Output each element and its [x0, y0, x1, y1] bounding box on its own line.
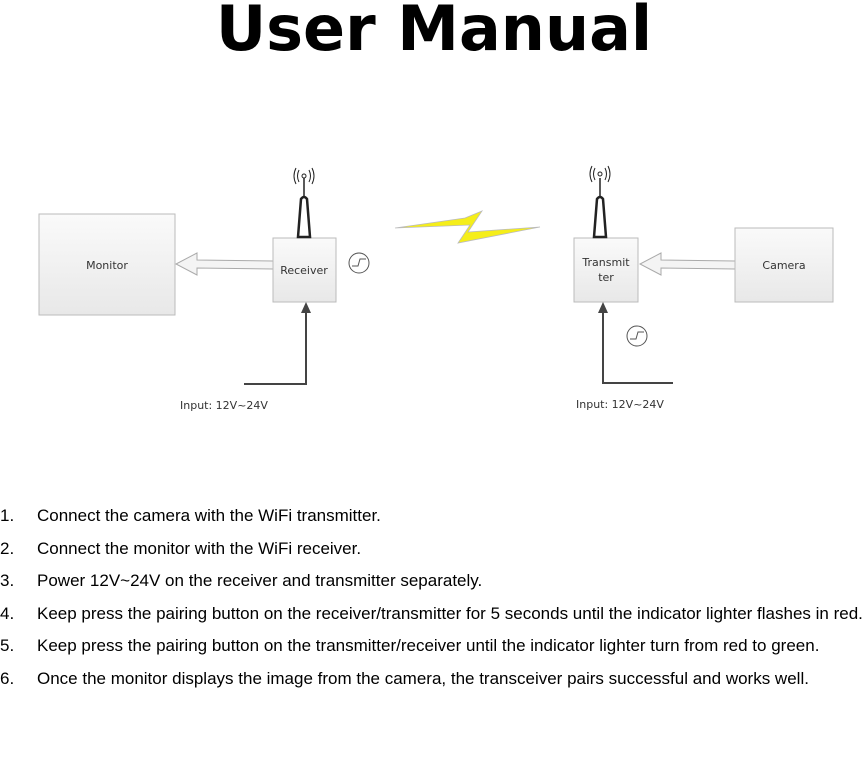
step-number: 5.	[0, 636, 15, 655]
receiver-label: Receiver	[280, 264, 328, 277]
step-number: 2.	[0, 538, 15, 558]
ac-power-icon	[626, 325, 648, 347]
ac-power-icon	[348, 252, 370, 274]
step-number: 1.	[0, 506, 15, 525]
transmitter-label-line1: Transmit	[581, 256, 630, 269]
transmitter-box: Transmit ter	[573, 237, 639, 303]
camera-box: Camera	[734, 227, 834, 303]
connection-diagram: Monitor Receiver Input: 12V~24V Transmit…	[38, 165, 834, 412]
step-number: 6.	[0, 668, 15, 688]
step-text: Connect the camera with the WiFi transmi…	[37, 506, 381, 525]
wireless-lightning-icon	[394, 210, 541, 244]
list-item: 2. Connect the monitor with the WiFi rece…	[0, 533, 866, 566]
power-input-arrow-transmitter	[602, 312, 673, 384]
power-input-arrow-receiver	[244, 312, 307, 385]
step-text: Connect the monitor with the WiFi receiv…	[37, 538, 362, 558]
step-text: Keep press the pairing button on the tra…	[37, 636, 820, 655]
step-text: Once the monitor displays the image from…	[37, 668, 809, 688]
monitor-label: Monitor	[86, 259, 128, 272]
video-arrow-right	[638, 252, 736, 276]
list-item: 1. Connect the camera with the WiFi trans…	[0, 500, 866, 533]
monitor-box: Monitor	[38, 213, 176, 316]
video-arrow-left	[174, 252, 274, 276]
receiver-input-label: Input: 12V~24V	[180, 399, 268, 412]
step-number: 4.	[0, 603, 15, 623]
receiver-antenna-icon	[293, 167, 315, 239]
list-item: 4. Keep press the pairing button on the r…	[0, 598, 866, 631]
list-item: 3. Power 12V~24V on the receiver and tran…	[0, 565, 866, 598]
instruction-list: 1. Connect the camera with the WiFi trans…	[0, 500, 866, 695]
list-item: 6. Once the monitor displays the image fr…	[0, 663, 866, 696]
camera-label: Camera	[762, 259, 805, 272]
page-title: User Manual	[215, 0, 653, 65]
step-text: Keep press the pairing button on the rec…	[37, 603, 863, 623]
step-number: 3.	[0, 571, 15, 590]
step-text: Power 12V~24V on the receiver and transm…	[37, 571, 483, 590]
transmitter-input-label: Input: 12V~24V	[576, 398, 664, 411]
receiver-box: Receiver	[272, 237, 337, 303]
transmitter-label-line2: ter	[598, 271, 614, 284]
list-item: 5. Keep press the pairing button on the t…	[0, 630, 866, 663]
transmitter-antenna-icon	[589, 165, 611, 239]
